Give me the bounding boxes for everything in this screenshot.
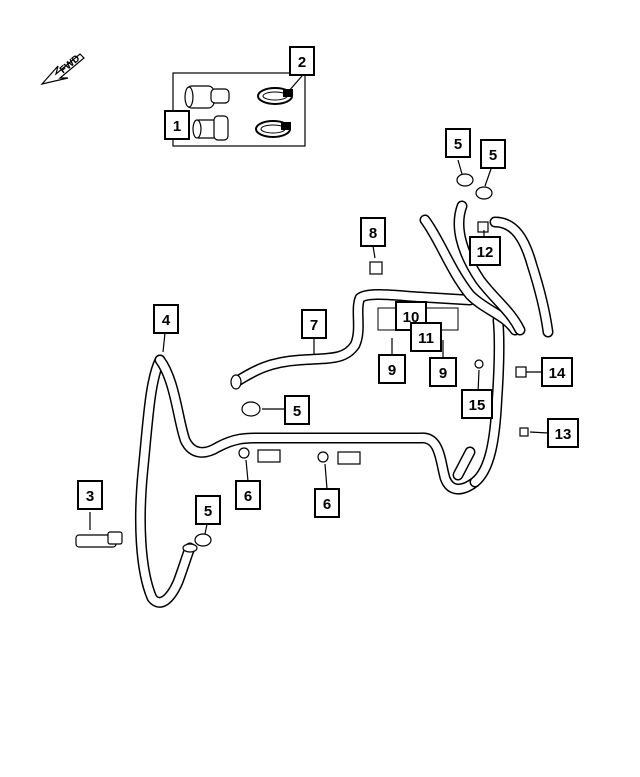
- callout-15-label: 15: [469, 397, 486, 414]
- callout-12-label: 12: [477, 244, 494, 261]
- callout-8: 8: [360, 217, 386, 247]
- hose-clamp-2-icon: [255, 120, 291, 138]
- callout-4-label: 4: [162, 312, 171, 329]
- callout-7-label: 7: [310, 317, 318, 334]
- hose-fitting-2-icon: [192, 115, 229, 141]
- callout-9: 9: [378, 354, 406, 384]
- callout-5b-label: 5: [489, 147, 497, 164]
- callout-13-label: 13: [555, 426, 572, 443]
- forward-arrow-icon: FWD: [40, 53, 85, 86]
- callout-14: 14: [541, 357, 573, 387]
- callout-3: 3: [77, 480, 103, 510]
- callout-9b-label: 9: [439, 365, 447, 382]
- callout-4: 4: [153, 304, 179, 334]
- hose-fitting-1-icon: [184, 85, 230, 109]
- callout-5d-label: 5: [204, 503, 212, 520]
- callout-1: 1: [164, 110, 190, 140]
- callout-2-label: 2: [298, 54, 306, 71]
- callout-10: 10: [395, 301, 427, 331]
- fastener-icon: [474, 359, 529, 437]
- callout-2: 2: [289, 46, 315, 76]
- callout-9: 9: [429, 357, 457, 387]
- callout-5: 5: [195, 495, 221, 525]
- callout-6b-label: 6: [323, 496, 331, 513]
- hose-clamp-icon: [194, 173, 493, 547]
- hose-clamp-1-icon: [257, 87, 293, 105]
- callout-12: 12: [469, 236, 501, 266]
- callout-6a-label: 6: [244, 488, 252, 505]
- callout-5c-label: 5: [293, 403, 301, 420]
- callout-1-label: 1: [173, 118, 181, 135]
- callout-7: 7: [301, 309, 327, 339]
- callout-6: 6: [314, 488, 340, 518]
- callout-8-label: 8: [369, 225, 377, 242]
- fittings-kit-group: [172, 72, 306, 147]
- heater-hose-assembly: [134, 200, 554, 608]
- callout-5: 5: [284, 395, 310, 425]
- callout-11-label: 11: [418, 330, 434, 347]
- sensor-connector-icon: [75, 531, 123, 548]
- callout-3-label: 3: [86, 488, 94, 505]
- callout-6: 6: [235, 480, 261, 510]
- callout-5: 5: [480, 139, 506, 169]
- callout-14-label: 14: [549, 365, 566, 382]
- callout-5: 5: [445, 128, 471, 158]
- callout-11: 11: [410, 322, 442, 352]
- callout-10-label: 10: [403, 309, 420, 326]
- callout-5a-label: 5: [454, 136, 462, 153]
- grommet-icon: [238, 447, 329, 463]
- callout-13: 13: [547, 418, 579, 448]
- callout-9a-label: 9: [388, 362, 396, 379]
- retainer-clip-icon: [369, 221, 489, 275]
- callout-15: 15: [461, 389, 493, 419]
